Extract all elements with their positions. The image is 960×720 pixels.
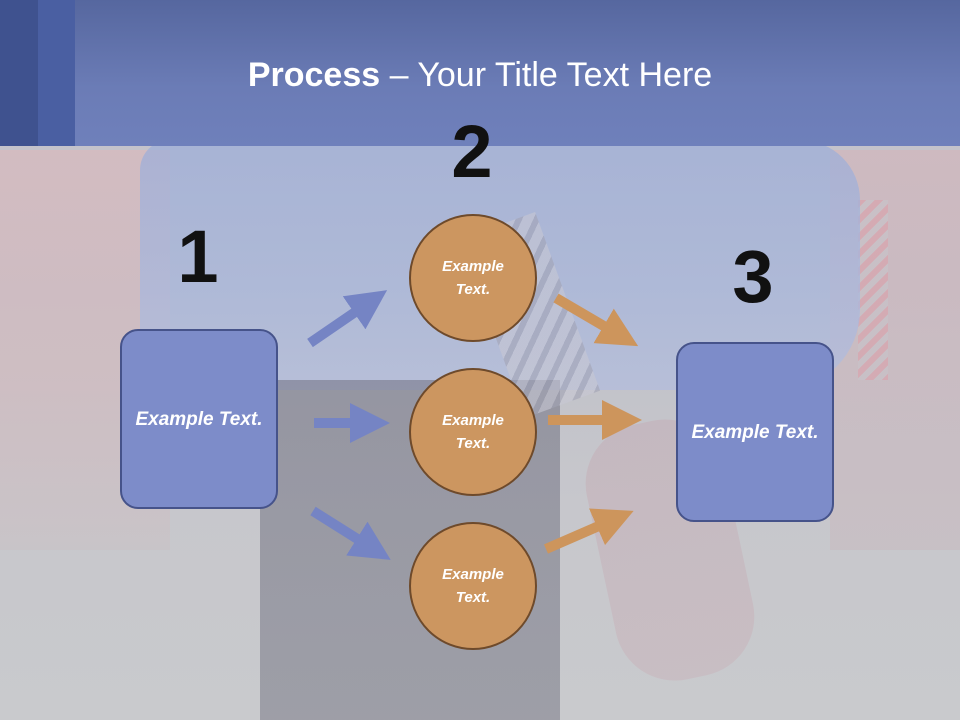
step-number-1: 1 <box>177 215 219 298</box>
title-strong: Process <box>247 56 381 94</box>
step-2-circle-middle: Example Text. <box>409 368 537 496</box>
header-band: Process – Your Title Text Here <box>0 0 960 146</box>
background-tie-right <box>858 200 888 380</box>
circle-text: Example Text. <box>442 258 504 298</box>
step-1-box: Example Text. <box>120 329 278 509</box>
step-2-circle-top: Example Text. <box>409 214 537 342</box>
circle-text: Example Text. <box>442 566 504 606</box>
header-stripe <box>38 0 75 146</box>
step-3-box: Example Text. <box>676 342 834 522</box>
circle-text: Example Text. <box>442 412 504 452</box>
step-2-circle-bottom: Example Text. <box>409 522 537 650</box>
step-1-box-text: Example Text. <box>135 408 263 430</box>
header-stripe <box>0 0 38 146</box>
slide-title: Process – Your Title Text Here <box>0 52 960 98</box>
title-rest: – Your Title Text Here <box>380 56 713 94</box>
step-3-box-text: Example Text. <box>691 421 819 443</box>
step-number-2: 2 <box>451 110 493 193</box>
step-number-3: 3 <box>732 235 774 318</box>
